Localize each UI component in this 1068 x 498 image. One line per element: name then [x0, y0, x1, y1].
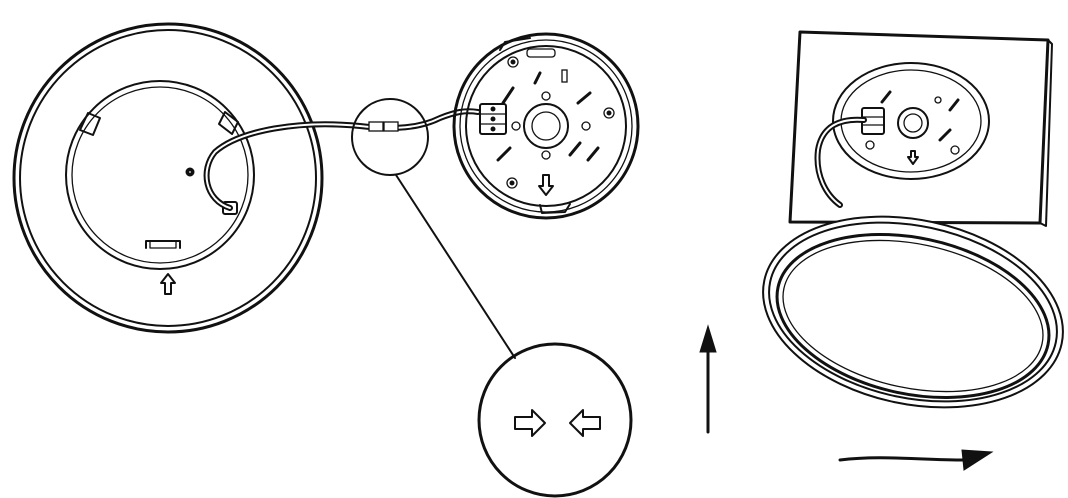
installed-wire: [814, 116, 867, 208]
arrow-right-icon: [514, 409, 546, 437]
lift-up-arrow-icon: [699, 324, 717, 434]
down-arrow-icon: [538, 174, 554, 196]
rotate-clockwise-arrow-icon: [838, 449, 994, 471]
arrow-left-icon: [569, 409, 601, 437]
mounting-base: [452, 32, 640, 220]
wall-panel: [788, 30, 1053, 227]
connection-wire: [203, 108, 481, 211]
magnifier-callout: [351, 98, 516, 359]
lamp-ring: [762, 215, 1064, 409]
ceiling-plate: [12, 22, 324, 334]
up-arrow-icon: [160, 273, 176, 295]
connector-detail: [477, 342, 633, 498]
